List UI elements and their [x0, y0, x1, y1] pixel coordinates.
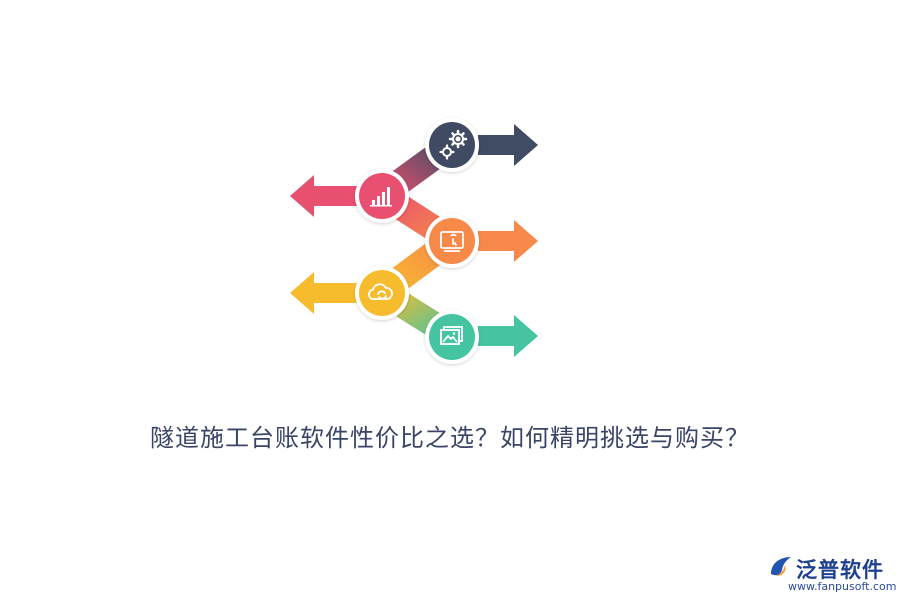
step-node-3 [425, 214, 479, 268]
step-node-4 [355, 266, 409, 320]
diagram-title: 隧道施工台账软件性价比之选？如何精明挑选与购买？ [150, 424, 750, 452]
arrow-right-5 [478, 315, 538, 357]
brand-name: 泛普软件 [796, 558, 884, 582]
gears-icon [439, 129, 468, 160]
arrow-left-4 [290, 272, 357, 314]
arrow-right-3 [478, 220, 538, 262]
cloud-sync-icon [368, 283, 393, 300]
touch-screen-icon [440, 231, 464, 252]
image-gallery-icon [440, 326, 463, 345]
brand-url: www.fanpusoft.com [788, 580, 897, 593]
fanpu-logo-mark [771, 557, 791, 576]
bar-chart-icon [370, 187, 392, 207]
arrow-left-2 [290, 175, 357, 217]
brand-logo: 泛普软件 www.fanpusoft.com [768, 554, 896, 598]
arrow-right-1 [478, 124, 538, 166]
